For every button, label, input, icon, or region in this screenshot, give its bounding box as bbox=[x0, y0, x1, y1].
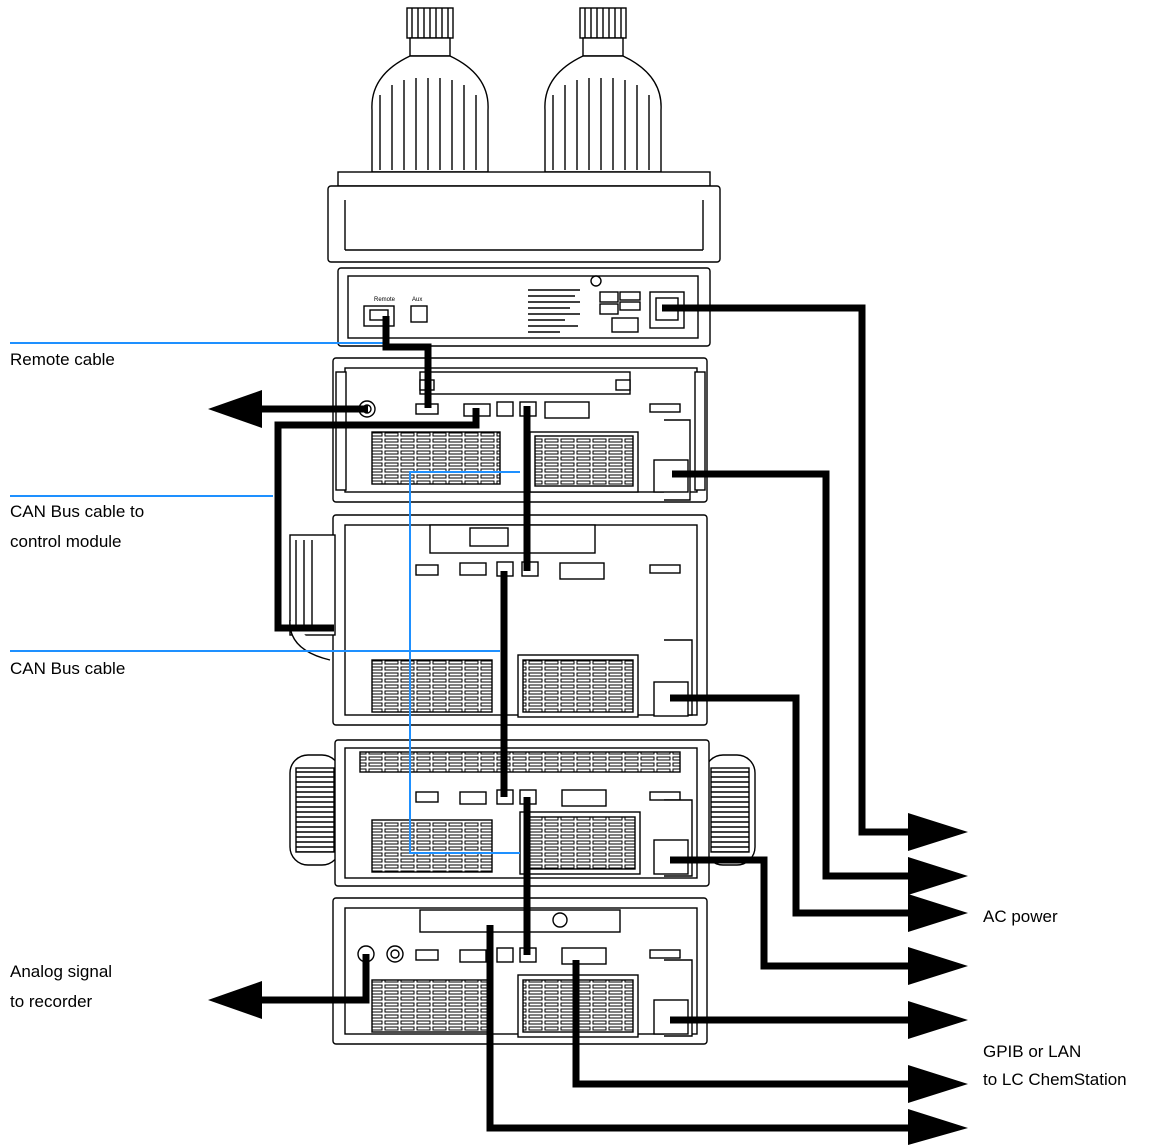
remote-port-label: Remote bbox=[374, 297, 396, 303]
can-bus-cable-label: CAN Bus cable bbox=[10, 659, 126, 678]
analog-signal-label-line1: Analog signal bbox=[10, 962, 113, 981]
autosampler-module bbox=[289, 514, 708, 726]
column-compartment-module bbox=[289, 739, 756, 887]
degasser-module bbox=[337, 267, 711, 347]
ac-power-label: AC power bbox=[983, 907, 1058, 926]
leader-lines bbox=[10, 342, 520, 854]
solvent-bottle-right bbox=[544, 7, 662, 173]
pump-module bbox=[332, 357, 708, 503]
analog-signal-label-line2: to recorder bbox=[10, 992, 93, 1011]
arrowheads bbox=[208, 390, 968, 1145]
gpib-lan-label-line1: GPIB or LAN bbox=[983, 1042, 1082, 1061]
remote-cable-label: Remote cable bbox=[10, 350, 115, 369]
can-bus-control-label-line2: control module bbox=[10, 532, 122, 551]
can-bus-control-label-line1: CAN Bus cable to bbox=[10, 502, 145, 521]
aux-port-label: Aux bbox=[412, 297, 422, 303]
solvent-tray bbox=[327, 171, 721, 263]
gpib-lan-label-line2: to LC ChemStation bbox=[983, 1070, 1127, 1089]
solvent-bottle-left bbox=[371, 7, 489, 173]
detector-module bbox=[332, 897, 708, 1045]
cables bbox=[260, 304, 910, 1132]
